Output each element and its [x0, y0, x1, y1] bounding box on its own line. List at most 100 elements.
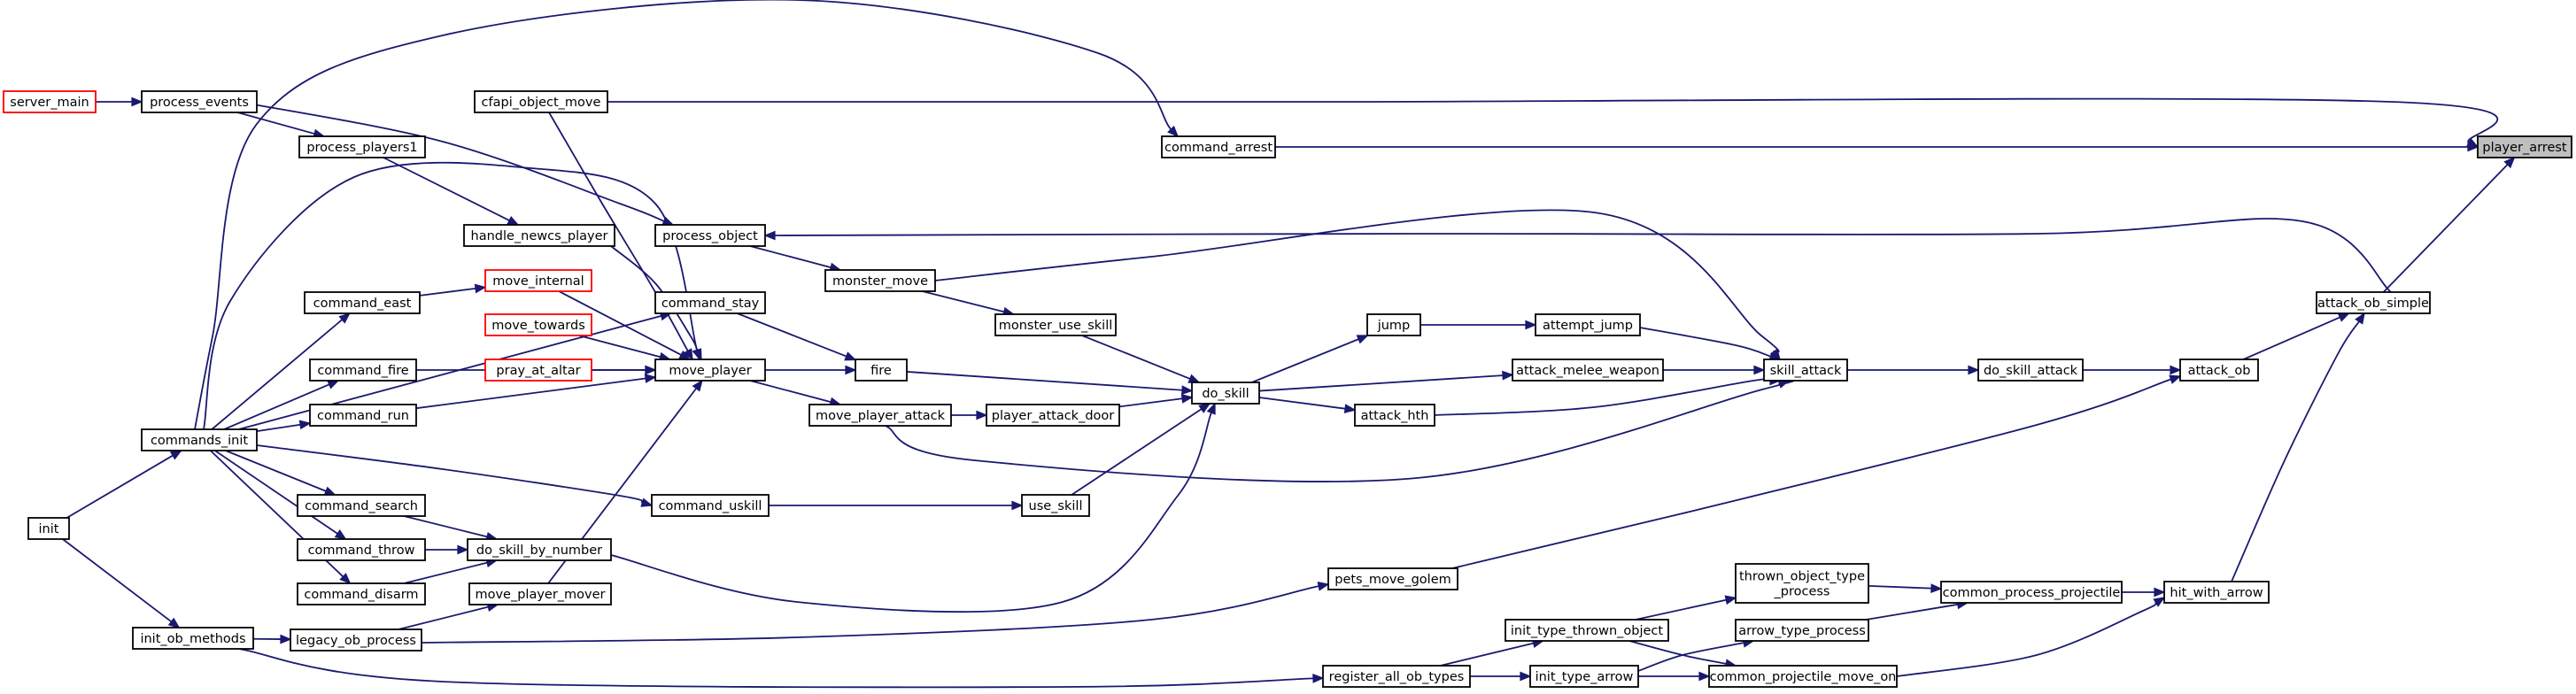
- node-jump[interactable]: jump: [1366, 313, 1421, 336]
- node-box[interactable]: [1940, 581, 2123, 604]
- node-thrown-object-type-process[interactable]: thrown_object_type_process: [1735, 563, 1869, 604]
- node-box[interactable]: [141, 90, 258, 113]
- node-monster-move[interactable]: monster_move: [824, 269, 936, 292]
- node-do-skill-by-number[interactable]: do_skill_by_number: [467, 538, 612, 561]
- node-box[interactable]: [2179, 359, 2259, 382]
- node-box[interactable]: [1735, 619, 1869, 642]
- node-init[interactable]: init: [27, 517, 70, 540]
- node-box[interactable]: [1763, 359, 1848, 382]
- node-hit-with-arrow[interactable]: hit_with_arrow: [2163, 581, 2270, 604]
- node-use-skill[interactable]: use_skill: [1021, 494, 1090, 517]
- node-command-disarm[interactable]: command_disarm: [297, 582, 426, 605]
- node-box[interactable]: [467, 538, 612, 561]
- node-do-skill-attack[interactable]: do_skill_attack: [1977, 359, 2084, 382]
- node-init-type-thrown-object[interactable]: init_type_thrown_object: [1505, 619, 1669, 642]
- node-box[interactable]: [654, 291, 766, 314]
- node-box[interactable]: [651, 494, 770, 517]
- node-box[interactable]: [1505, 619, 1669, 642]
- node-attack-ob-simple[interactable]: attack_ob_simple: [2316, 291, 2431, 314]
- node-command-throw[interactable]: command_throw: [297, 538, 426, 561]
- node-attempt-jump[interactable]: attempt_jump: [1535, 313, 1641, 336]
- node-box[interactable]: [855, 359, 908, 382]
- node-box[interactable]: [2163, 581, 2270, 604]
- node-box[interactable]: [484, 313, 592, 336]
- node-skill-attack[interactable]: skill_attack: [1763, 359, 1848, 382]
- node-attack-hth[interactable]: attack_hth: [1354, 404, 1435, 427]
- node-command-search[interactable]: command_search: [297, 494, 426, 517]
- node-box[interactable]: [463, 224, 615, 247]
- node-box[interactable]: [27, 517, 70, 540]
- node-do-skill[interactable]: do_skill: [1191, 382, 1260, 405]
- node-move-towards[interactable]: move_towards: [484, 313, 592, 336]
- node-box[interactable]: [1366, 313, 1421, 336]
- node-box[interactable]: [141, 428, 258, 451]
- node-box[interactable]: [3, 90, 97, 113]
- node-command-stay[interactable]: command_stay: [654, 291, 766, 314]
- node-player-arrest[interactable]: player_arrest: [2477, 135, 2572, 158]
- node-move-internal[interactable]: move_internal: [484, 269, 592, 292]
- node-box[interactable]: [1512, 359, 1664, 382]
- node-box[interactable]: [808, 404, 952, 427]
- node-box[interactable]: [1161, 135, 1276, 158]
- node-box[interactable]: [1535, 313, 1641, 336]
- node-box[interactable]: [309, 404, 417, 427]
- node-box[interactable]: [474, 90, 608, 113]
- node-box[interactable]: [824, 269, 936, 292]
- node-legacy-ob-process[interactable]: legacy_ob_process: [290, 628, 422, 652]
- node-command-run[interactable]: command_run: [309, 404, 417, 427]
- node-box[interactable]: [484, 359, 592, 382]
- node-common-projectile-move-on[interactable]: common_projectile_move_on: [1708, 665, 1898, 688]
- node-box[interactable]: [994, 313, 1117, 336]
- node-box[interactable]: [132, 627, 254, 650]
- node-box[interactable]: [654, 224, 766, 247]
- node-pets-move-golem[interactable]: pets_move_golem: [1327, 567, 1458, 590]
- node-box[interactable]: [304, 291, 421, 314]
- node-box[interactable]: [2477, 135, 2572, 158]
- node-common-process-projectile[interactable]: common_process_projectile: [1940, 581, 2123, 604]
- node-box[interactable]: [468, 582, 612, 605]
- node-box[interactable]: [484, 269, 592, 292]
- node-command-uskill[interactable]: command_uskill: [651, 494, 770, 517]
- node-init-type-arrow[interactable]: init_type_arrow: [1529, 665, 1639, 688]
- node-box[interactable]: [1977, 359, 2084, 382]
- node-box[interactable]: [309, 359, 417, 382]
- node-box[interactable]: [1529, 665, 1639, 688]
- node-box[interactable]: [2316, 291, 2431, 314]
- node-box[interactable]: [1191, 382, 1260, 405]
- node-command-fire[interactable]: command_fire: [309, 359, 417, 382]
- node-box[interactable]: [986, 404, 1120, 427]
- node-register-all-ob-types[interactable]: register_all_ob_types: [1322, 665, 1471, 688]
- node-box[interactable]: [1354, 404, 1435, 427]
- node-move-player-attack[interactable]: move_player_attack: [808, 404, 952, 427]
- node-box[interactable]: [1322, 665, 1471, 688]
- node-process-events[interactable]: process_events: [141, 90, 258, 113]
- node-box[interactable]: [1327, 567, 1458, 590]
- node-process-object[interactable]: process_object: [654, 224, 766, 247]
- node-attack-ob[interactable]: attack_ob: [2179, 359, 2259, 382]
- node-box[interactable]: [297, 538, 426, 561]
- node-box[interactable]: [298, 135, 426, 158]
- node-handle-newcs-player[interactable]: handle_newcs_player: [463, 224, 615, 247]
- node-command-arrest[interactable]: command_arrest: [1161, 135, 1276, 158]
- node-box[interactable]: [297, 582, 426, 605]
- node-box[interactable]: [297, 494, 426, 517]
- node-attack-melee-weapon[interactable]: attack_melee_weapon: [1512, 359, 1664, 382]
- node-command-east[interactable]: command_east: [304, 291, 421, 314]
- node-box[interactable]: [654, 359, 766, 382]
- node-move-player-mover[interactable]: move_player_mover: [468, 582, 612, 605]
- node-pray-at-altar[interactable]: pray_at_altar: [484, 359, 592, 382]
- node-arrow-type-process[interactable]: arrow_type_process: [1735, 619, 1869, 642]
- node-server-main[interactable]: server_main: [3, 90, 97, 113]
- node-init-ob-methods[interactable]: init_ob_methods: [132, 627, 254, 650]
- node-box[interactable]: [1021, 494, 1090, 517]
- node-box[interactable]: [1708, 665, 1898, 688]
- node-player-attack-door[interactable]: player_attack_door: [986, 404, 1120, 427]
- node-box[interactable]: [1735, 563, 1869, 604]
- node-monster-use-skill[interactable]: monster_use_skill: [994, 313, 1117, 336]
- node-process-players1[interactable]: process_players1: [298, 135, 426, 158]
- node-move-player[interactable]: move_player: [654, 359, 766, 382]
- node-box[interactable]: [290, 628, 422, 652]
- node-cfapi-object-move[interactable]: cfapi_object_move: [474, 90, 608, 113]
- node-fire[interactable]: fire: [855, 359, 908, 382]
- node-commands-init[interactable]: commands_init: [141, 428, 258, 451]
